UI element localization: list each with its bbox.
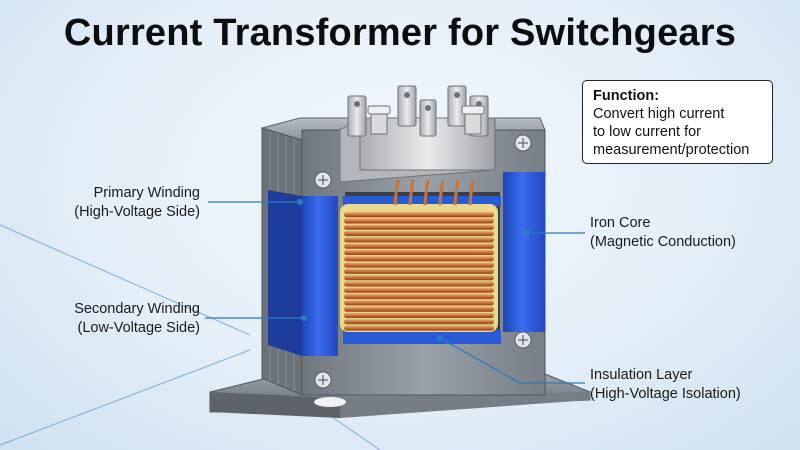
coil-turn bbox=[344, 268, 494, 274]
insulation-layer bbox=[268, 172, 545, 356]
coil-turn bbox=[344, 243, 494, 249]
coil-turn bbox=[344, 306, 494, 312]
coil-turn bbox=[344, 293, 494, 300]
coil-turns bbox=[344, 212, 494, 331]
coil-turn bbox=[344, 212, 494, 218]
terminal-lugs bbox=[347, 85, 489, 137]
coil-turn bbox=[344, 218, 494, 224]
function-description: Convert high current to low current for … bbox=[593, 105, 762, 159]
coil-turn bbox=[344, 249, 494, 255]
diagram-title: Current Transformer for Switchgears bbox=[63, 12, 737, 54]
leader-lines bbox=[205, 198, 585, 384]
coil-turn bbox=[344, 319, 494, 325]
coil-turn bbox=[344, 224, 494, 230]
label-primary-winding: Primary Winding (High-Voltage Side) bbox=[74, 185, 200, 220]
function-heading: Function: bbox=[593, 88, 660, 104]
label-secondary-winding: Secondary Winding (Low-Voltage Side) bbox=[74, 301, 200, 336]
leader-line-insulation bbox=[439, 337, 585, 384]
function-line: measurement/protection bbox=[593, 142, 750, 158]
coil-turn bbox=[344, 281, 494, 287]
coil-turn bbox=[344, 275, 494, 281]
coil-turn bbox=[344, 230, 494, 237]
copper-coil bbox=[340, 179, 498, 332]
function-callout-box: Function: Convert high current to low cu… bbox=[582, 80, 773, 164]
coil-turn bbox=[344, 325, 494, 331]
coil-turn bbox=[344, 262, 494, 268]
function-line: to low current for bbox=[593, 124, 701, 140]
coil-turn bbox=[344, 287, 494, 293]
label-iron-core: Iron Core (Magnetic Conduction) bbox=[590, 215, 736, 250]
coil-turn bbox=[344, 237, 494, 243]
coil-turn bbox=[344, 256, 494, 262]
coil-turn bbox=[344, 312, 494, 318]
function-line: Convert high current bbox=[593, 106, 725, 122]
coil-turn bbox=[344, 300, 494, 306]
label-insulation-layer: Insulation Layer (High-Voltage Isolation… bbox=[590, 367, 741, 402]
